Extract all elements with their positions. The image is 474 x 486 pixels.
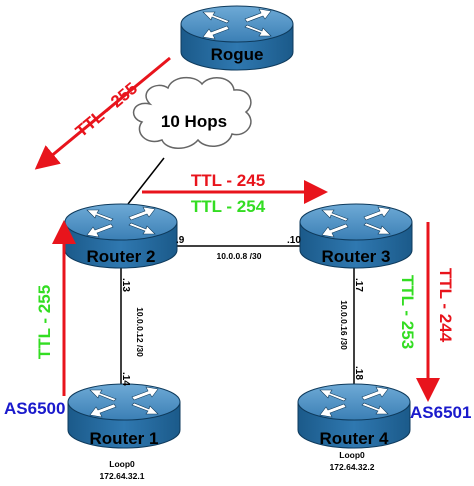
iface-r2-r3-r2: .9 (176, 235, 185, 246)
arrow-rogue-ttl (34, 56, 171, 170)
ttl-label-rogue: TTL - 255 (72, 79, 141, 141)
router-1: Router 1 (67, 383, 181, 449)
router-4: Router 4 (297, 383, 411, 449)
ttl-label-r3-r4-green: TTL - 253 (398, 275, 417, 349)
cloud-10-hops: 10 Hops (132, 76, 252, 149)
router-label-r2: Router 2 (87, 247, 156, 266)
link-cloud-r2 (127, 157, 165, 205)
iface-r3-r4-r3: .17 (353, 278, 364, 292)
router-rogue: Rogue (180, 5, 294, 71)
net-label-r1-r2: 10.0.0.12 /30 (135, 307, 145, 357)
router-label-r3: Router 3 (322, 247, 391, 266)
loop-name-r1: Loop0 (109, 459, 135, 469)
net-label-r2-r3: 10.0.0.8 /30 (217, 251, 262, 261)
ttl-label-r1-r2: TTL - 255 (35, 285, 54, 359)
router-2: Router 2 (64, 203, 178, 269)
iface-r1-r2-r1: .14 (120, 372, 131, 386)
ttl-label-r3-r4-red: TTL - 244 (436, 268, 455, 343)
iface-r2-r3-r3: .10 (287, 235, 301, 246)
as-label-right: AS6501 (410, 403, 471, 422)
cloud-label: 10 Hops (161, 112, 227, 131)
router-3: Router 3 (299, 203, 413, 269)
router-label-r4: Router 4 (320, 429, 390, 448)
loop-ip-r1: 172.64.32.1 (100, 471, 145, 481)
net-label-r3-r4: 10.0.0.16 /30 (339, 300, 349, 350)
router-label-r1: Router 1 (90, 429, 159, 448)
iface-r3-r4-r4: .18 (353, 366, 364, 380)
loop-ip-r4: 172.64.32.2 (330, 462, 375, 472)
ttl-label-r2-r3-green: TTL - 254 (191, 197, 266, 216)
as-label-left: AS6500 (4, 399, 65, 418)
iface-r1-r2-r2: .13 (120, 278, 131, 292)
loop-name-r4: Loop0 (339, 450, 365, 460)
router-label-rogue: Rogue (211, 45, 264, 64)
ttl-label-r2-r3-red: TTL - 245 (191, 171, 265, 190)
